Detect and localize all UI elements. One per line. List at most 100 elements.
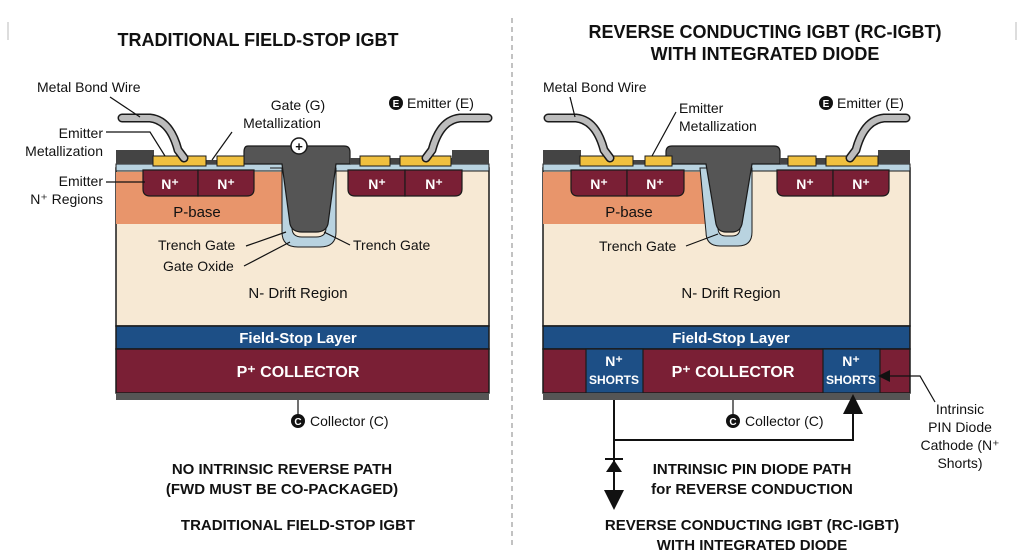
right-emitter-pad-2 [644,155,673,167]
right-collector-metal [543,393,910,400]
right-nplus-label-4: N⁺ [852,176,870,192]
right-label-trench-gate: Trench Gate [599,238,677,254]
right-emitter-pad-3 [787,155,817,167]
left-drift-label: N- Drift Region [248,285,347,302]
left-collector-label: P⁺ COLLECTOR [237,364,360,381]
left-bond-wire [119,115,187,161]
left-title: TRADITIONAL FIELD-STOP IGBT [117,30,398,50]
right-title-2: WITH INTEGRATED DIODE [651,44,880,64]
left-leader-gate-oxide [243,241,291,267]
left-nplus-region-4 [404,169,463,197]
right-emitter-cap-right [878,150,910,164]
right-nplus-region-3 [776,169,834,197]
left-leader-bond-wire [109,96,141,118]
left-nplus-label-3: N⁺ [368,176,386,192]
left-label-bond-wire: Metal Bond Wire [37,79,141,95]
left-collector-metal [116,393,489,400]
right-label-cathode-3: Cathode (N⁺ [921,437,1000,453]
left-label-emitter-metal-2: Metallization [25,143,103,159]
right-emitter-badge-letter: E [823,99,830,110]
right-shorts-1-label-2: SHORTS [589,373,639,387]
left-gate-plus-circle [290,137,308,155]
right-label-emitter-terminal: Emitter (E) [837,95,904,111]
right-panel: REVERSE CONDUCTING IGBT (RC-IGBT) WITH I… [542,22,1000,554]
right-emitter-cap-left [543,150,581,164]
left-label-emitter-n-1: Emitter [59,173,104,189]
right-field-stop-label: Field-Stop Layer [672,330,790,347]
right-nplus-label-3: N⁺ [796,176,814,192]
left-pbase-label: P-base [173,204,221,221]
left-emitter-pad-2 [216,155,245,167]
left-caption-1: NO INTRINSIC REVERSE PATH [172,461,392,478]
left-leader-emitter-metal [106,131,166,157]
right-emitter-badge [819,96,833,110]
right-caption-2: for REVERSE CONDUCTION [651,481,853,498]
left-leader-trench-gate-b [323,231,351,246]
left-nplus-label-4: N⁺ [425,176,443,192]
right-collector-badge-letter: C [729,417,736,428]
left-emitter-badge [389,96,403,110]
left-label-gate-1: Gate (G) [271,97,325,113]
right-bond-wire-2 [847,115,909,161]
right-shorts-1-label-1: N⁺ [605,353,623,369]
right-footer-2: WITH INTEGRATED DIODE [657,537,848,554]
left-nplus-label-2: N⁺ [217,176,235,192]
right-collector-label: P⁺ COLLECTOR [672,364,795,381]
left-bond-wire-2 [423,115,491,161]
right-caption-1: INTRINSIC PIN DIODE PATH [653,461,852,478]
right-label-cathode-4: Shorts) [937,455,982,471]
right-nplus-label-2: N⁺ [646,176,664,192]
right-label-cathode-1: Intrinsic [936,401,984,417]
right-footer-1: REVERSE CONDUCTING IGBT (RC-IGBT) [605,517,899,534]
right-leader-cathode [878,370,936,403]
left-emitter-cap-right [452,150,489,164]
left-leader-gate [211,131,233,161]
left-label-trench-gate-a: Trench Gate [158,237,236,253]
left-emitter-cap-left [116,150,154,164]
right-shorts-2-label-2: SHORTS [826,373,876,387]
left-nplus-label-1: N⁺ [161,176,179,192]
left-nplus-region-2 [197,169,255,197]
right-nplus-label-1: N⁺ [590,176,608,192]
left-collector-region [115,348,490,394]
right-label-cathode-2: PIN Diode [928,419,992,435]
left-label-gate-oxide: Gate Oxide [163,258,234,274]
right-gate-metallization [665,145,781,233]
right-label-emitter-metal-2: Metallization [679,118,757,134]
left-leader-trench-gate-a [245,231,287,247]
left-label-emitter-n-2: N⁺ Regions [30,191,103,207]
right-label-emitter-metal-1: Emitter [679,100,724,116]
right-collector-badge [726,414,740,428]
right-nplus-shorts-1 [585,348,644,394]
right-leader-bond-wire [569,96,576,118]
left-nplus-region-1 [142,169,199,197]
right-pbase-label: P-base [605,204,653,221]
left-collector-badge [291,414,305,428]
left-collector-badge-letter: C [294,417,301,428]
left-label-gate-2: Metallization [243,115,321,131]
left-label-trench-gate-b: Trench Gate [353,237,431,253]
right-leader-trench-gate [685,233,719,247]
right-bond-wire [545,115,613,161]
left-label-emitter-terminal: Emitter (E) [407,95,474,111]
right-shorts-2-label-1: N⁺ [842,353,860,369]
left-nplus-region-3 [347,169,406,197]
left-panel: TRADITIONAL FIELD-STOP IGBT [25,30,493,534]
right-label-collector-terminal: Collector (C) [745,413,824,429]
right-nplus-region-4 [832,169,890,197]
left-emitter-pad-3 [359,155,391,167]
left-caption-2: (FWD MUST BE CO-PACKAGED) [166,481,398,498]
right-drift-label: N- Drift Region [681,285,780,302]
left-gate-metallization [243,145,351,233]
left-footer: TRADITIONAL FIELD-STOP IGBT [181,517,415,534]
right-nplus-region-2 [626,169,685,197]
right-nplus-region-1 [570,169,628,197]
left-label-emitter-metal-1: Emitter [59,125,104,141]
left-emitter-badge-letter: E [393,99,400,110]
right-label-bond-wire: Metal Bond Wire [543,79,647,95]
left-label-collector-terminal: Collector (C) [310,413,389,429]
right-diode-path [613,394,863,441]
diode-symbol-triangle-icon [606,460,622,472]
